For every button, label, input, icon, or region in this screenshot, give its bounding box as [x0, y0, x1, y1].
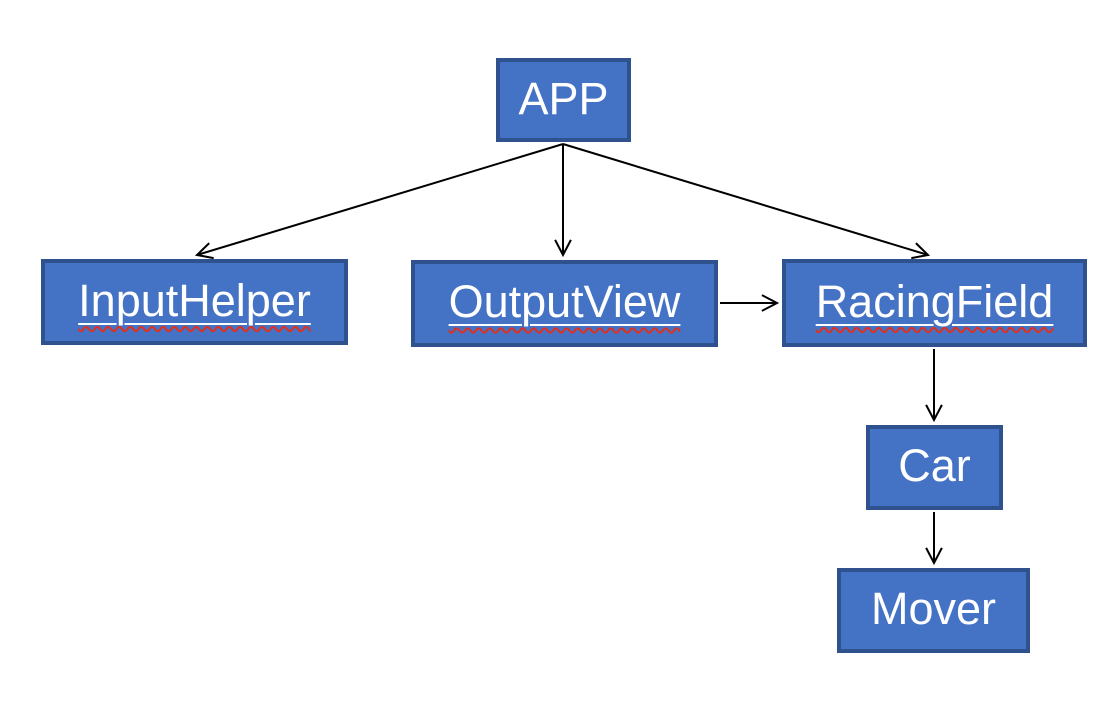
- node-app[interactable]: APP: [496, 58, 631, 142]
- edge-car-mover: [925, 512, 943, 566]
- node-inputhelper-label: InputHelper: [78, 274, 311, 326]
- edge-outputview-racingfield: [720, 294, 780, 312]
- edge-racingfield-car: [925, 349, 943, 423]
- node-inputhelper[interactable]: InputHelper: [41, 259, 348, 345]
- arrowhead-icon: [194, 242, 214, 260]
- edge-app-racingfield: [562, 143, 931, 260]
- node-racingfield-label: RacingField: [815, 275, 1054, 327]
- arrowhead-icon: [925, 547, 943, 566]
- node-racingfield[interactable]: RacingField: [782, 259, 1087, 347]
- node-outputview[interactable]: OutputView: [411, 260, 718, 347]
- arrowhead-icon: [554, 239, 572, 258]
- arrowhead-icon: [925, 404, 943, 423]
- node-car[interactable]: Car: [866, 425, 1003, 510]
- node-outputview-label: OutputView: [448, 276, 681, 327]
- edge-app-inputhelper: [194, 143, 564, 260]
- edge-app-outputview: [554, 144, 572, 258]
- node-app-label: APP: [518, 72, 609, 124]
- arrowhead-icon: [911, 242, 931, 260]
- node-car-label: Car: [898, 440, 971, 491]
- arrowhead-icon: [761, 294, 780, 312]
- node-mover-label: Mover: [870, 583, 997, 634]
- node-mover[interactable]: Mover: [837, 568, 1030, 653]
